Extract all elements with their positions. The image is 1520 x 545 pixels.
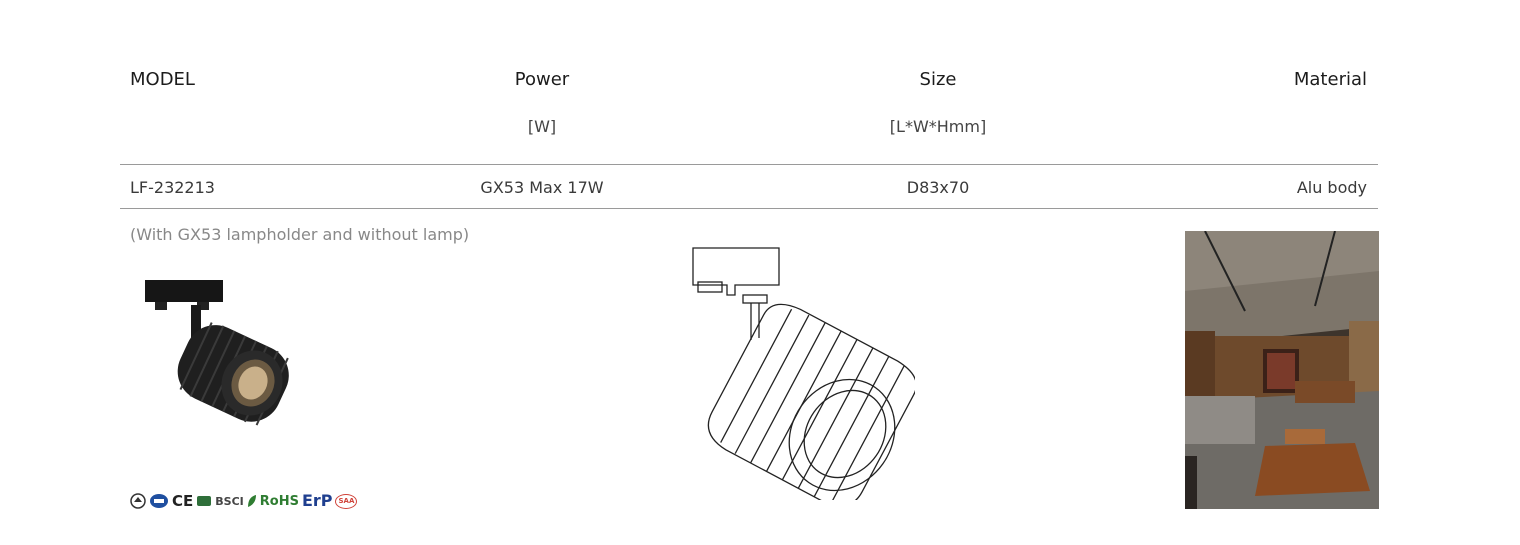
product-note: (With GX53 lampholder and without lamp)	[130, 225, 470, 244]
rohs-mark: RoHS	[259, 493, 299, 509]
bsci-mark: BSCI	[215, 494, 244, 508]
header-power: Power	[514, 69, 570, 90]
cell-material: Alu body	[1296, 178, 1367, 197]
unit-power: [W]	[527, 117, 557, 136]
bsci-logo-icon	[197, 496, 212, 506]
cell-size: D83x70	[906, 178, 970, 197]
cell-power: GX53 Max 17W	[480, 178, 604, 197]
cb-mark-icon	[150, 494, 168, 508]
header-size: Size	[919, 69, 957, 90]
product-photo	[145, 280, 289, 426]
safety-mark-icon	[130, 493, 146, 509]
erp-mark: ErP	[301, 491, 333, 510]
ce-mark: CE	[172, 491, 194, 510]
saa-mark: SAA	[335, 493, 358, 509]
rohs-leaf-icon	[247, 495, 256, 507]
header-model: MODEL	[130, 69, 195, 90]
unit-size: [L*W*Hmm]	[889, 117, 987, 136]
cell-model: LF-232213	[130, 178, 215, 197]
interior-photo	[1185, 231, 1379, 509]
certification-marks: CE BSCI RoHS ErP SAA	[130, 490, 358, 512]
product-line-drawing	[692, 247, 915, 500]
table-bottom-rule	[120, 208, 1378, 209]
table-top-rule	[120, 164, 1378, 165]
header-material: Material	[1293, 69, 1367, 90]
